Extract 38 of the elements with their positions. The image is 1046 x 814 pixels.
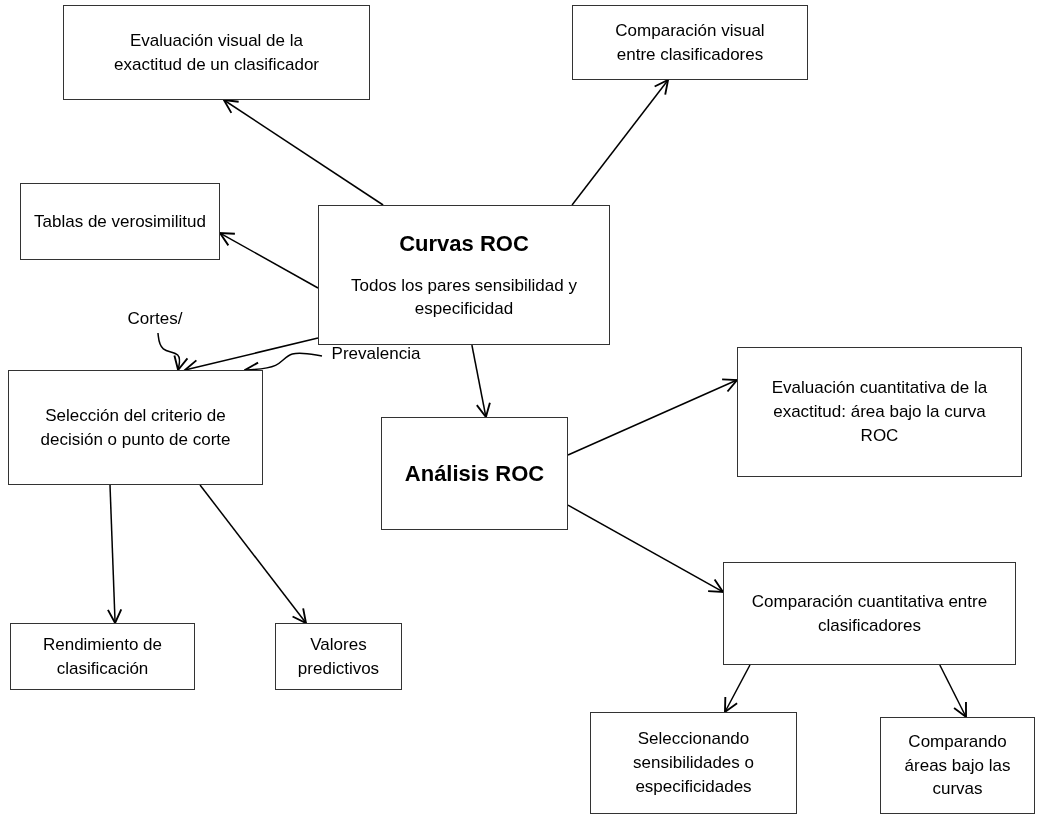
node-text: Evaluación visual de la exactitud de un clasificador xyxy=(112,29,321,76)
node-text: Todos los pares sensibilidad y especificidad xyxy=(350,274,578,321)
concept-box xyxy=(318,205,610,345)
concept-box xyxy=(63,5,370,100)
arrow xyxy=(567,504,724,593)
node-text: Valores predictivos xyxy=(296,633,381,680)
concept-box xyxy=(723,562,1016,665)
arrow xyxy=(471,344,491,418)
node-text: Comparación cuantitativa entre clasificadores xyxy=(750,590,989,637)
arrow xyxy=(571,79,669,206)
node-text: Rendimiento de clasificación xyxy=(41,633,164,680)
arrow xyxy=(724,664,751,713)
arrow xyxy=(219,232,319,289)
arrow xyxy=(157,332,189,371)
node-text: Tablas de verosimilitud xyxy=(34,210,206,233)
node-title: Análisis ROC xyxy=(404,459,545,488)
node-title: Curvas ROC xyxy=(399,229,529,258)
arrow xyxy=(199,484,307,624)
concept-box xyxy=(20,183,220,260)
concept-box xyxy=(590,712,797,814)
arrow xyxy=(567,378,738,456)
concept-box xyxy=(8,370,263,485)
node-text: Comparación visual entre clasificadores xyxy=(614,19,766,66)
node-text: Evaluación cuantitativa de la exactitud: área bajo la curva ROC xyxy=(770,377,989,447)
concept-box xyxy=(381,417,568,530)
concept-box xyxy=(10,623,195,690)
concept-box xyxy=(880,717,1035,814)
concept-box xyxy=(275,623,402,690)
concept-box xyxy=(737,347,1022,477)
arrow xyxy=(222,99,384,206)
arrow xyxy=(107,484,123,624)
arrow xyxy=(939,664,967,718)
node-text: Cortes/ xyxy=(127,308,183,331)
node-text: Comparando áreas bajo las curvas xyxy=(903,730,1012,801)
node-text: Selección del criterio de decisión o punto de corte xyxy=(39,404,232,451)
node-text: Prevalencia xyxy=(331,343,421,366)
node-text: Seleccionando sensibilidades o especificidades xyxy=(632,728,755,798)
concept-box xyxy=(572,5,808,80)
